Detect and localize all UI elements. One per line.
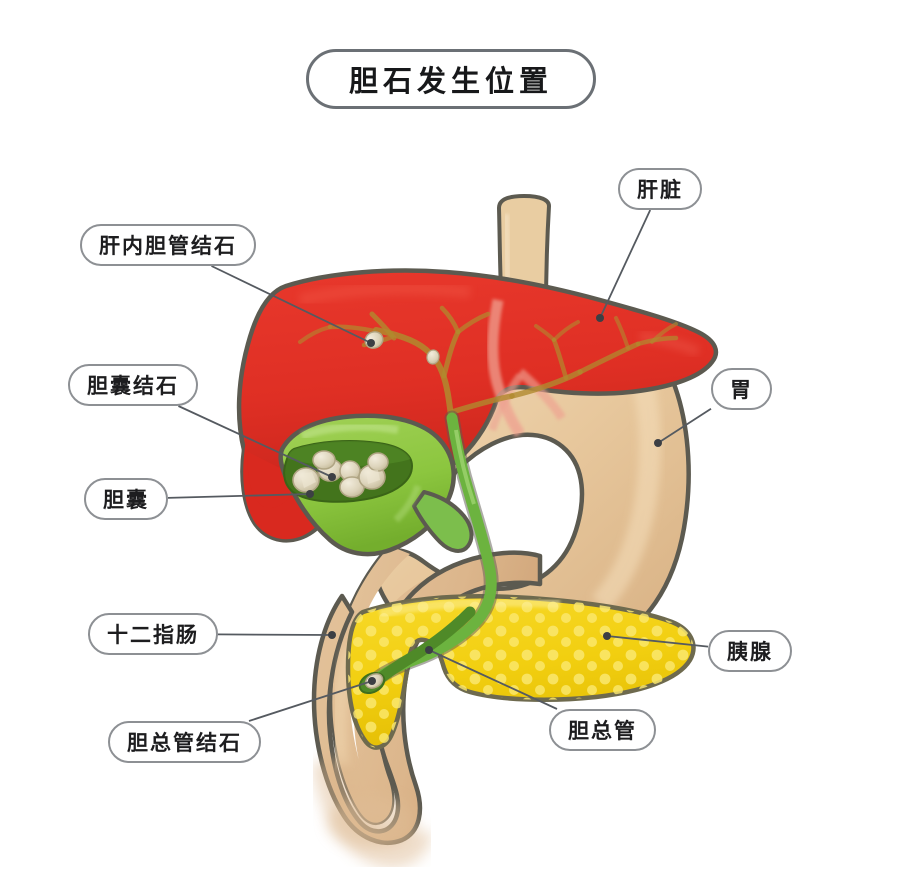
leader-line-duodenum — [217, 633, 333, 636]
leader-endpoint-dots — [306, 314, 662, 685]
leader-line-stomach — [657, 407, 712, 444]
label-gallbladder-stone[interactable]: 胆囊结石 — [68, 364, 198, 406]
leader-line-gallbladder — [167, 493, 311, 499]
label-stomach-text: 胃 — [730, 378, 753, 402]
label-duodenum-text: 十二指肠 — [107, 623, 199, 647]
leader-dot-intrahepatic-duct-stone — [367, 339, 375, 347]
label-common-bile-duct-text: 胆总管 — [568, 719, 637, 743]
intrahepatic-stone — [426, 349, 440, 365]
leader-line-liver — [599, 209, 652, 319]
label-liver[interactable]: 肝脏 — [618, 168, 702, 210]
gallbladder-stones — [292, 450, 389, 498]
leader-dot-stomach — [654, 439, 662, 447]
label-common-bile-duct-stone[interactable]: 胆总管结石 — [108, 721, 261, 763]
leader-dot-pancreas — [603, 632, 611, 640]
leader-dot-liver — [596, 314, 604, 322]
leader-dot-duodenum — [328, 631, 336, 639]
leader-line-pancreas — [606, 635, 709, 648]
leader-dot-common-bile-duct-stone — [368, 677, 376, 685]
page-title: 胆石发生位置 — [306, 49, 596, 109]
leader-line-common-bile-duct-stone — [248, 680, 373, 722]
label-pancreas-text: 胰腺 — [727, 640, 773, 664]
label-gallbladder[interactable]: 胆囊 — [84, 478, 168, 520]
label-intrahepatic-duct-stone-text: 肝内胆管结石 — [99, 234, 237, 258]
gallbladder-organ — [278, 413, 474, 557]
leader-lines — [167, 209, 712, 722]
leader-line-common-bile-duct — [428, 649, 558, 710]
leader-line-gallbladder-stone — [178, 405, 333, 478]
leader-dot-common-bile-duct — [425, 646, 433, 654]
label-liver-text: 肝脏 — [637, 178, 683, 202]
label-common-bile-duct-stone-text: 胆总管结石 — [127, 731, 242, 755]
gallstone — [312, 450, 336, 470]
label-stomach[interactable]: 胃 — [711, 368, 772, 410]
label-common-bile-duct[interactable]: 胆总管 — [549, 709, 656, 751]
label-duodenum[interactable]: 十二指肠 — [88, 613, 218, 655]
gallstone — [367, 452, 389, 472]
label-intrahepatic-duct-stone[interactable]: 肝内胆管结石 — [80, 224, 256, 266]
intrahepatic-bile-ducts — [298, 305, 679, 419]
label-gallbladder-stone-text: 胆囊结石 — [87, 374, 179, 398]
leader-line-intrahepatic-duct-stone — [211, 265, 372, 344]
label-gallbladder-text: 胆囊 — [103, 488, 149, 512]
leader-dot-gallbladder — [306, 490, 314, 498]
leader-dot-gallbladder-stone — [328, 473, 336, 481]
intrahepatic-duct-stones — [364, 331, 440, 365]
label-pancreas[interactable]: 胰腺 — [708, 630, 792, 672]
